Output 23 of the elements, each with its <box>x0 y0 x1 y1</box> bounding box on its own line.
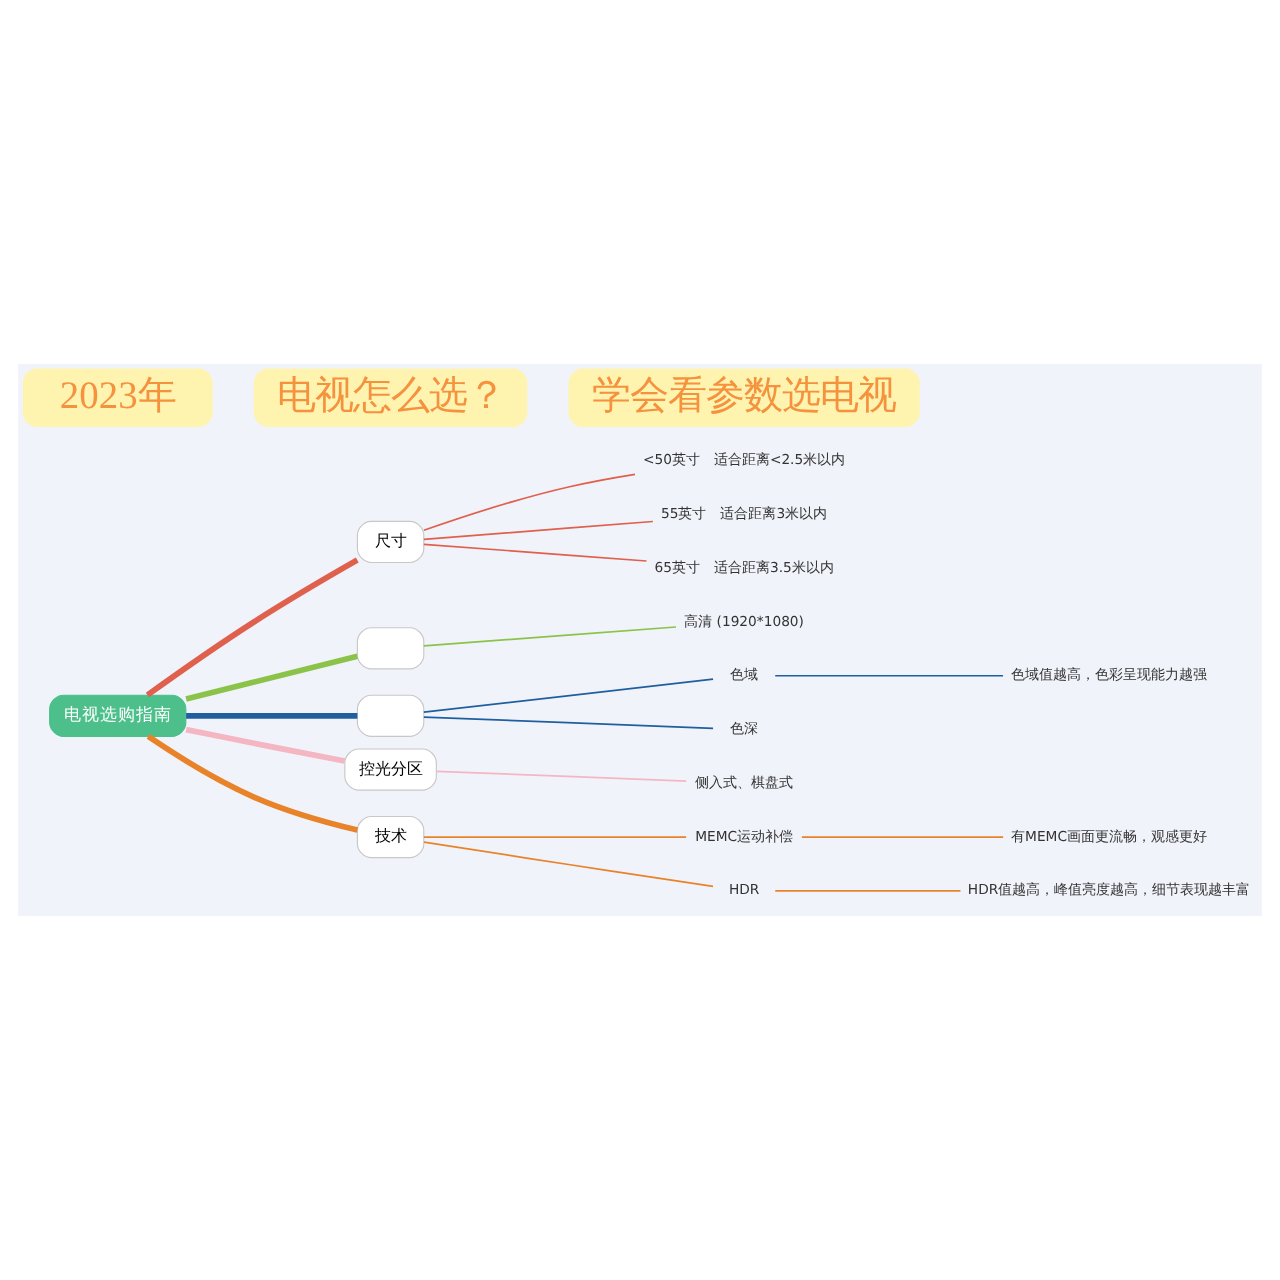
connector <box>774 674 1004 677</box>
connector <box>422 626 677 647</box>
label: 电视怎么选？ <box>276 375 505 418</box>
connector <box>423 473 636 532</box>
connector <box>145 557 359 698</box>
node-box <box>356 627 425 670</box>
connector <box>774 889 962 892</box>
label: 学会看参数选电视 <box>592 375 897 418</box>
connector <box>422 836 687 838</box>
connector <box>422 716 714 730</box>
connector <box>435 770 688 782</box>
connector <box>185 653 359 702</box>
connector <box>422 520 654 541</box>
connector <box>185 726 346 764</box>
connector <box>186 712 358 719</box>
label: 2023年 <box>59 375 176 418</box>
node-box: 电视选购指南 <box>49 694 187 737</box>
connector <box>801 836 1004 838</box>
node-box <box>356 694 425 737</box>
connector <box>422 678 714 713</box>
connector <box>146 734 359 833</box>
connector <box>423 841 714 888</box>
connector <box>422 543 648 562</box>
